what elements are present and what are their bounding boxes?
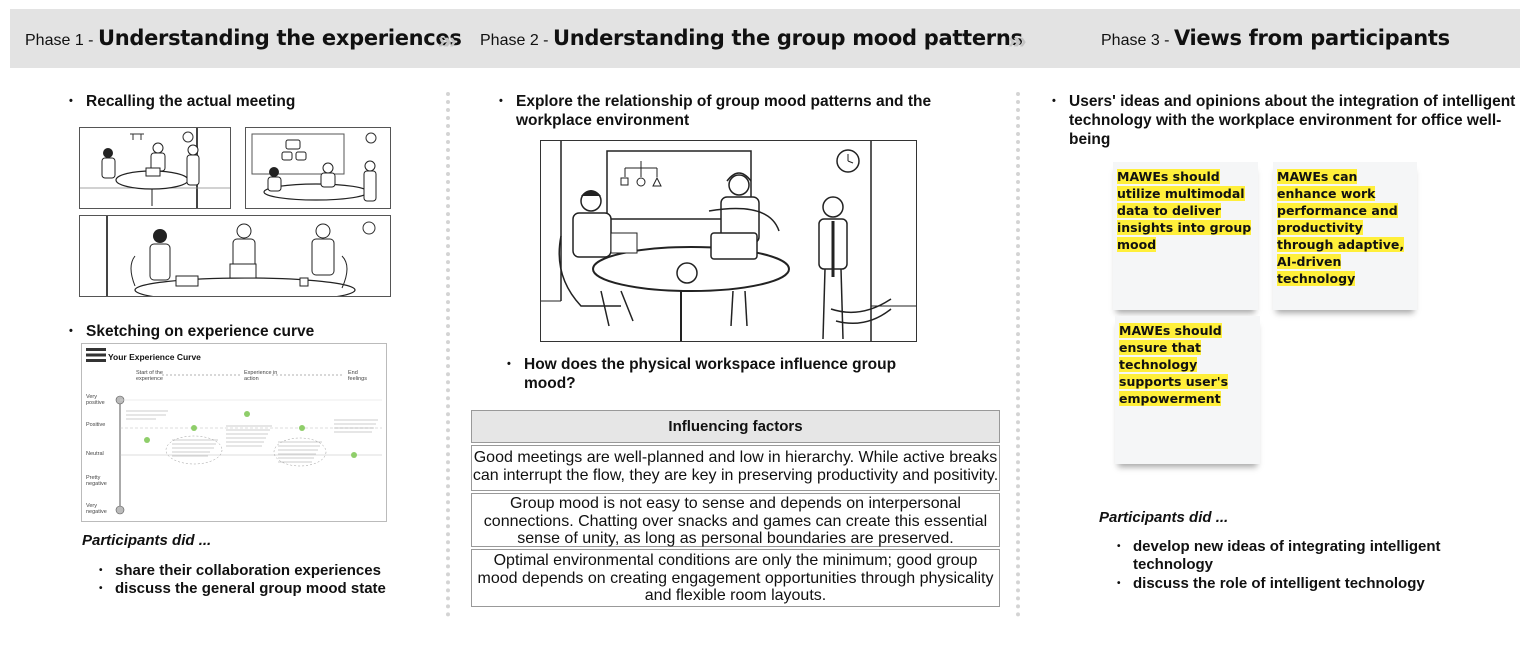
table-row: Optimal environmental conditions are onl… — [471, 549, 1000, 607]
column-divider — [1016, 92, 1020, 617]
curve-y-label: Very positive — [86, 394, 105, 406]
phase-1-heading: Phase 1 - Understanding the experiences — [25, 26, 462, 50]
menu-icon — [86, 348, 106, 362]
curve-chart — [115, 374, 382, 515]
table-cell: Group mood is not easy to sense and depe… — [483, 495, 988, 547]
curve-top-label: Start of the experience — [136, 370, 163, 382]
curve-y-label: Positive — [86, 422, 106, 428]
workplace-sketch-drawing — [541, 141, 916, 341]
table-row: Good meetings are well-planned and low i… — [471, 445, 1000, 491]
bullet-text: Explore the relationship of group mood p… — [516, 93, 932, 129]
phase-3-heading: Phase 3 - Views from participants — [1101, 26, 1450, 50]
phase-3-prefix: Phase 3 - — [1101, 32, 1170, 49]
sticky-note: MAWEs should ensure that technology supp… — [1115, 316, 1260, 464]
participants-label: Participants did ... — [82, 532, 212, 549]
sticky-note: MAWEs can enhance work performance and p… — [1273, 162, 1417, 310]
sticky-note-text: MAWEs should utilize multimodal data to … — [1117, 169, 1252, 252]
participant-activity-text: discuss the role of intelligent technolo… — [1133, 575, 1425, 592]
participant-activity: •develop new ideas of integrating intell… — [1117, 538, 1441, 573]
sticky-note-text: MAWEs can enhance work performance and p… — [1277, 169, 1405, 286]
curve-top-label: End feelings — [348, 370, 367, 382]
participant-activity-text: share their collaboration experiences — [115, 562, 381, 579]
bullet-users-ideas: •Users' ideas and opinions about the int… — [1052, 93, 1516, 148]
participant-activity: •discuss the role of intelligent technol… — [1117, 575, 1425, 592]
workplace-sketch-image — [540, 140, 917, 342]
curve-top-label: Experience in action — [244, 370, 278, 382]
bullet-sketching-curve: •Sketching on experience curve — [69, 323, 315, 340]
influencing-factors-table: Influencing factors Good meetings are we… — [471, 410, 1000, 607]
participant-activity: •discuss the general group mood state — [99, 580, 386, 597]
bullet-text: Users' ideas and opinions about the inte… — [1069, 93, 1516, 148]
sticky-note: MAWEs should utilize multimodal data to … — [1113, 162, 1258, 310]
table-cell: Optimal environmental conditions are onl… — [477, 552, 994, 604]
phase-2-prefix: Phase 2 - — [480, 32, 549, 49]
table-header: Influencing factors — [471, 410, 1000, 443]
meeting-sketch-drawing — [251, 132, 377, 202]
table-row: Group mood is not easy to sense and depe… — [471, 493, 1000, 547]
bullet-recalling-meeting: •Recalling the actual meeting — [69, 93, 296, 110]
curve-title: Your Experience Curve — [108, 352, 201, 362]
bullet-physical-workspace: •How does the physical workspace influen… — [507, 356, 897, 392]
curve-y-label: Very negative — [86, 503, 107, 515]
phase-3-title: Views from participants — [1173, 26, 1450, 50]
chevron-right-icon: »» — [1008, 28, 1027, 53]
table-cell: Good meetings are well-planned and low i… — [472, 449, 999, 484]
bullet-explore-relationship: •Explore the relationship of group mood … — [499, 93, 932, 129]
curve-y-label: Neutral — [86, 451, 104, 457]
curve-y-label: Pretty negative — [86, 475, 107, 487]
column-divider — [446, 92, 450, 617]
participant-activity-text: develop new ideas of integrating intelli… — [1133, 538, 1441, 573]
bullet-text: How does the physical workspace influenc… — [524, 356, 897, 392]
phase-1-prefix: Phase 1 - — [25, 32, 94, 49]
chevron-right-icon: »» — [438, 28, 457, 53]
meeting-sketch-image — [245, 127, 391, 209]
phase-header-bar — [10, 9, 1520, 68]
phase-2-title: Understanding the group mood patterns — [552, 26, 1023, 50]
meeting-sketch-image — [79, 215, 391, 297]
participant-activity-text: discuss the general group mood state — [115, 580, 386, 597]
bullet-text: Recalling the actual meeting — [86, 93, 296, 110]
phase-2-heading: Phase 2 - Understanding the group mood p… — [480, 26, 1023, 50]
bullet-text: Sketching on experience curve — [86, 323, 315, 340]
participant-activity: •share their collaboration experiences — [99, 562, 381, 579]
participants-label: Participants did ... — [1099, 509, 1229, 526]
sticky-note-text: MAWEs should ensure that technology supp… — [1119, 323, 1229, 406]
meeting-sketch-drawing — [106, 216, 376, 296]
meeting-sketch-drawing — [80, 128, 230, 208]
phase-1-title: Understanding the experiences — [97, 26, 462, 50]
meeting-sketch-image — [79, 127, 231, 209]
experience-curve-worksheet: Your Experience Curve Start of the exper… — [81, 343, 387, 522]
